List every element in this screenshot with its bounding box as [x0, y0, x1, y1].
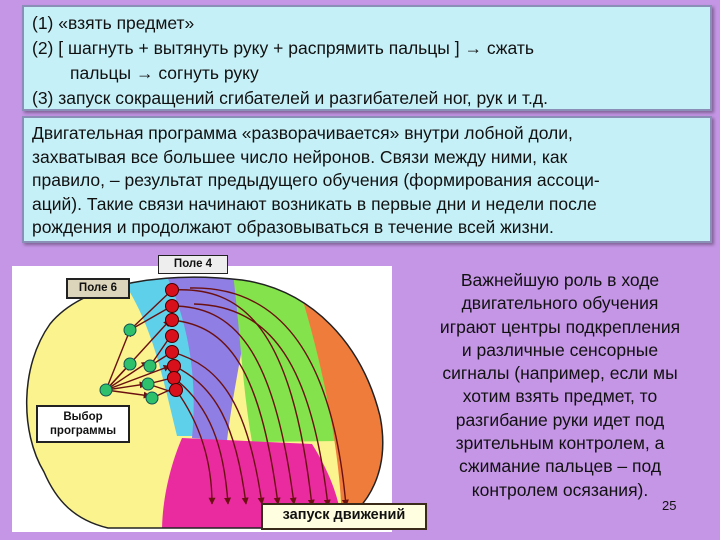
field-6-node	[123, 323, 137, 337]
field-4-node	[167, 371, 181, 385]
note-line: хотим взять предмет, то	[462, 386, 658, 407]
explanation-line: правило, – результат предыдущего обучени…	[32, 170, 600, 190]
learning-note: Важнейшую роль в ходе двигательного обуч…	[410, 269, 710, 502]
explanation-box: Двигательная программа «разворачивается»…	[22, 116, 712, 243]
field-4-zone	[162, 277, 257, 441]
field-4-node	[165, 299, 179, 313]
note-line: двигательного обучения	[461, 293, 659, 314]
steps-box: (1) «взять предмет» (2) [ шагнуть + вытя…	[22, 5, 712, 111]
field-6-node	[141, 377, 155, 391]
step-1: (1) «взять предмет»	[32, 13, 195, 33]
program-label-line: программы	[49, 425, 117, 437]
movement-launch-label: запуск движений	[261, 503, 427, 530]
note-line: сигналы (например, если мы	[442, 363, 678, 384]
field-6-node	[143, 359, 157, 373]
brain-diagram	[12, 266, 392, 532]
field-4-node	[165, 345, 179, 359]
step-2: (2) [ шагнуть + вытянуть руку + распрями…	[32, 38, 534, 58]
note-line: контролем осязания).	[471, 479, 649, 500]
neuron-nodes	[99, 283, 183, 405]
step-2-continued: пальцы → согнуть руку	[70, 63, 259, 83]
note-line: Важнейшую роль в ходе	[460, 270, 660, 290]
field-4-node	[165, 283, 179, 297]
note-line: разгибание руки идет под	[455, 409, 665, 430]
step-3: (3) запуск сокращений сгибателей и разги…	[32, 88, 548, 108]
field-6-label: Поле 6	[66, 278, 130, 299]
note-line: играют центры подкрепления	[439, 316, 681, 337]
explanation-line: захватывая все большее число нейронов. С…	[32, 146, 568, 167]
field-4-node	[169, 383, 183, 397]
field-6-node	[123, 357, 137, 371]
explanation-line: Двигательная программа «разворачивается»…	[32, 123, 573, 143]
explanation-line: рождения и продолжают образовываться в т…	[32, 217, 554, 237]
note-line: и различные сенсорные	[461, 339, 659, 360]
page-number: 25	[662, 498, 677, 513]
field-6-node	[145, 391, 159, 405]
field-4-node	[165, 313, 179, 327]
brain-illustration	[25, 276, 384, 529]
program-selection-label: Выбор программы	[36, 405, 130, 443]
field-4-label: Поле 4	[158, 255, 228, 274]
explanation-line: аций). Такие связи начинают возникать в …	[32, 193, 597, 214]
note-line: сжимание пальцев – под	[458, 456, 662, 477]
note-line: зрительным контролем, а	[455, 433, 665, 454]
field-4-node	[165, 329, 179, 343]
program-label-line: Выбор	[63, 411, 103, 423]
program-node	[99, 383, 113, 397]
field-4-node	[167, 359, 181, 373]
